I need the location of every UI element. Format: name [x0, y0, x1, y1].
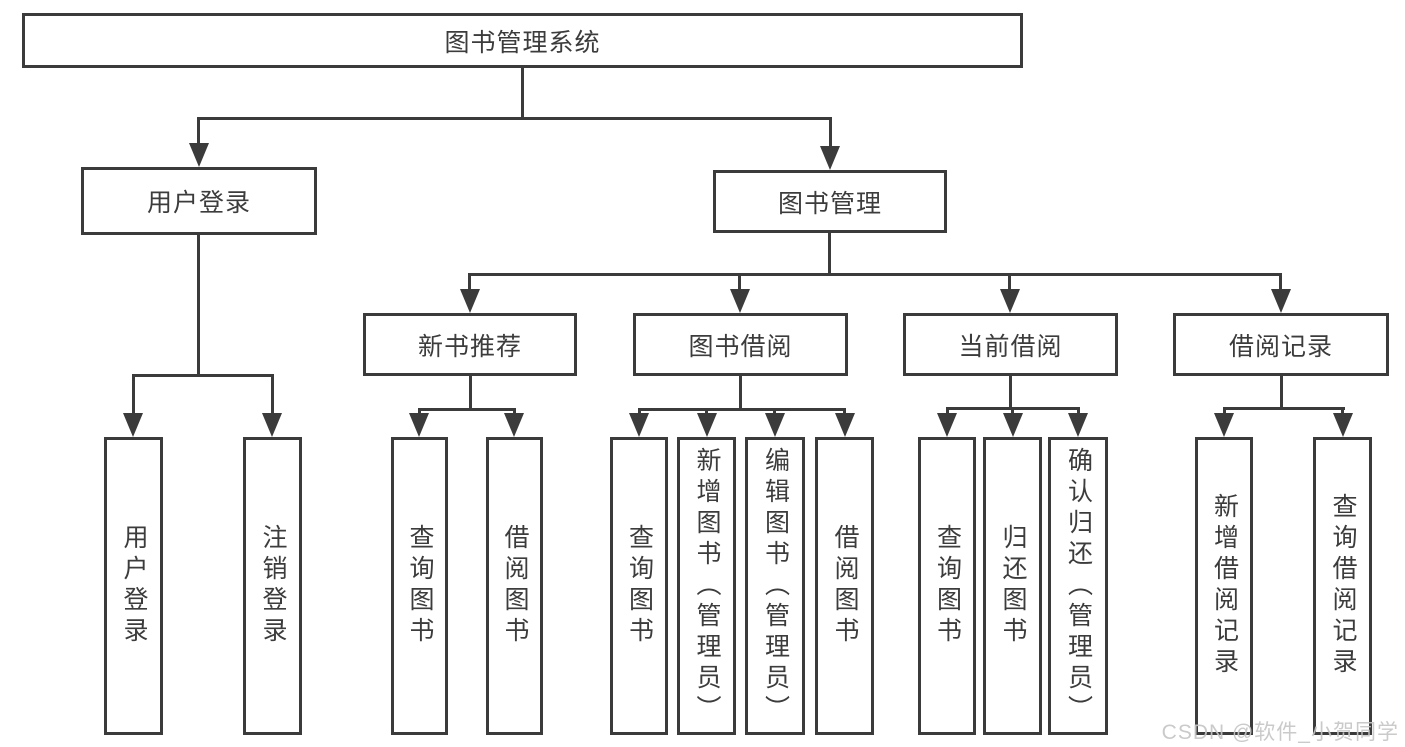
arrowhead — [730, 289, 750, 313]
leaf-return-books: 归还图书 — [983, 437, 1042, 735]
connector-line — [132, 374, 135, 420]
node-label: 用户登录 — [146, 189, 251, 217]
node-label: 注销登录 — [259, 524, 287, 648]
connector-line — [468, 273, 1282, 276]
node-new-book-recommendation: 新书推荐 — [363, 313, 577, 376]
node-label: 借阅图书 — [501, 524, 529, 648]
node-label: 查询图书 — [625, 524, 654, 648]
arrowhead — [1271, 289, 1291, 313]
node-label: 新书推荐 — [417, 332, 522, 361]
connector-line — [829, 117, 832, 150]
node-label: 借阅图书 — [831, 524, 859, 648]
connector-line — [468, 273, 471, 295]
arrowhead — [835, 413, 855, 437]
leaf-confirm-return-admin: 确认归还（管理员） — [1048, 437, 1108, 735]
node-label: 查询图书 — [406, 524, 434, 648]
node-label: 借阅记录 — [1228, 332, 1333, 361]
leaf-add-borrow-record: 新增借阅记录 — [1195, 437, 1253, 735]
arrowhead — [629, 413, 649, 437]
arrowhead — [189, 143, 209, 167]
arrowhead — [765, 413, 785, 437]
connector-line — [198, 117, 832, 120]
node-label: 图书管理系统 — [444, 28, 601, 57]
arrowhead — [460, 289, 480, 313]
arrowhead — [1000, 289, 1020, 313]
leaf-query-books-current: 查询图书 — [918, 437, 976, 735]
leaf-edit-book-admin: 编辑图书（管理员） — [745, 437, 805, 735]
arrowhead — [1333, 413, 1353, 437]
node-label: 新增借阅记录 — [1210, 493, 1239, 679]
leaf-add-book-admin: 新增图书（管理员） — [677, 437, 736, 735]
leaf-user-login: 用户登录 — [104, 437, 163, 735]
leaf-borrow-books-borrowing: 借阅图书 — [815, 437, 874, 735]
node-book-borrowing: 图书借阅 — [633, 313, 848, 376]
node-label: 确认归还（管理员） — [1064, 446, 1093, 726]
node-label: 图书管理 — [777, 189, 882, 218]
node-label: 新增图书（管理员） — [693, 446, 721, 726]
node-current-borrowing: 当前借阅 — [903, 313, 1118, 376]
connector-line — [469, 376, 472, 411]
node-label: 编辑图书（管理员） — [761, 446, 790, 726]
csdn-watermark: CSDN @软件_小贺同学 — [1161, 721, 1399, 744]
connector-line — [1223, 407, 1345, 410]
leaf-query-borrow-record: 查询借阅记录 — [1313, 437, 1372, 735]
connector-line — [1009, 376, 1012, 410]
arrowhead — [123, 413, 143, 437]
node-library-management-system: 图书管理系统 — [22, 13, 1023, 68]
leaf-query-books-recommendation: 查询图书 — [391, 437, 448, 735]
arrowhead — [1003, 413, 1023, 437]
node-user-login: 用户登录 — [81, 167, 317, 235]
connector-line — [132, 374, 274, 377]
leaf-logout: 注销登录 — [243, 437, 302, 735]
arrowhead — [262, 413, 282, 437]
connector-line — [739, 376, 742, 411]
node-book-management: 图书管理 — [713, 170, 947, 233]
arrowhead — [820, 146, 840, 170]
arrowhead — [504, 413, 524, 437]
connector-line — [828, 233, 831, 276]
node-label: 查询借阅记录 — [1329, 493, 1357, 679]
arrowhead — [937, 413, 957, 437]
connector-line — [1008, 273, 1011, 295]
connector-line — [1280, 376, 1283, 410]
leaf-query-books-borrowing: 查询图书 — [610, 437, 668, 735]
arrowhead — [697, 413, 717, 437]
node-label: 查询图书 — [933, 524, 962, 648]
connector-line — [1279, 273, 1282, 295]
node-label: 归还图书 — [999, 524, 1027, 648]
connector-line — [418, 408, 516, 411]
connector-line — [738, 273, 741, 295]
node-borrowing-records: 借阅记录 — [1173, 313, 1389, 376]
connector-line — [521, 68, 524, 120]
connector-line — [197, 117, 200, 150]
node-label: 图书借阅 — [688, 332, 793, 361]
connector-line — [197, 235, 200, 377]
node-label: 当前借阅 — [958, 332, 1063, 361]
arrowhead — [1068, 413, 1088, 437]
arrowhead — [1214, 413, 1234, 437]
node-label: 用户登录 — [120, 524, 148, 648]
arrowhead — [409, 413, 429, 437]
connector-line — [271, 374, 274, 420]
leaf-borrow-books-recommendation: 借阅图书 — [486, 437, 543, 735]
connector-line — [638, 408, 846, 411]
